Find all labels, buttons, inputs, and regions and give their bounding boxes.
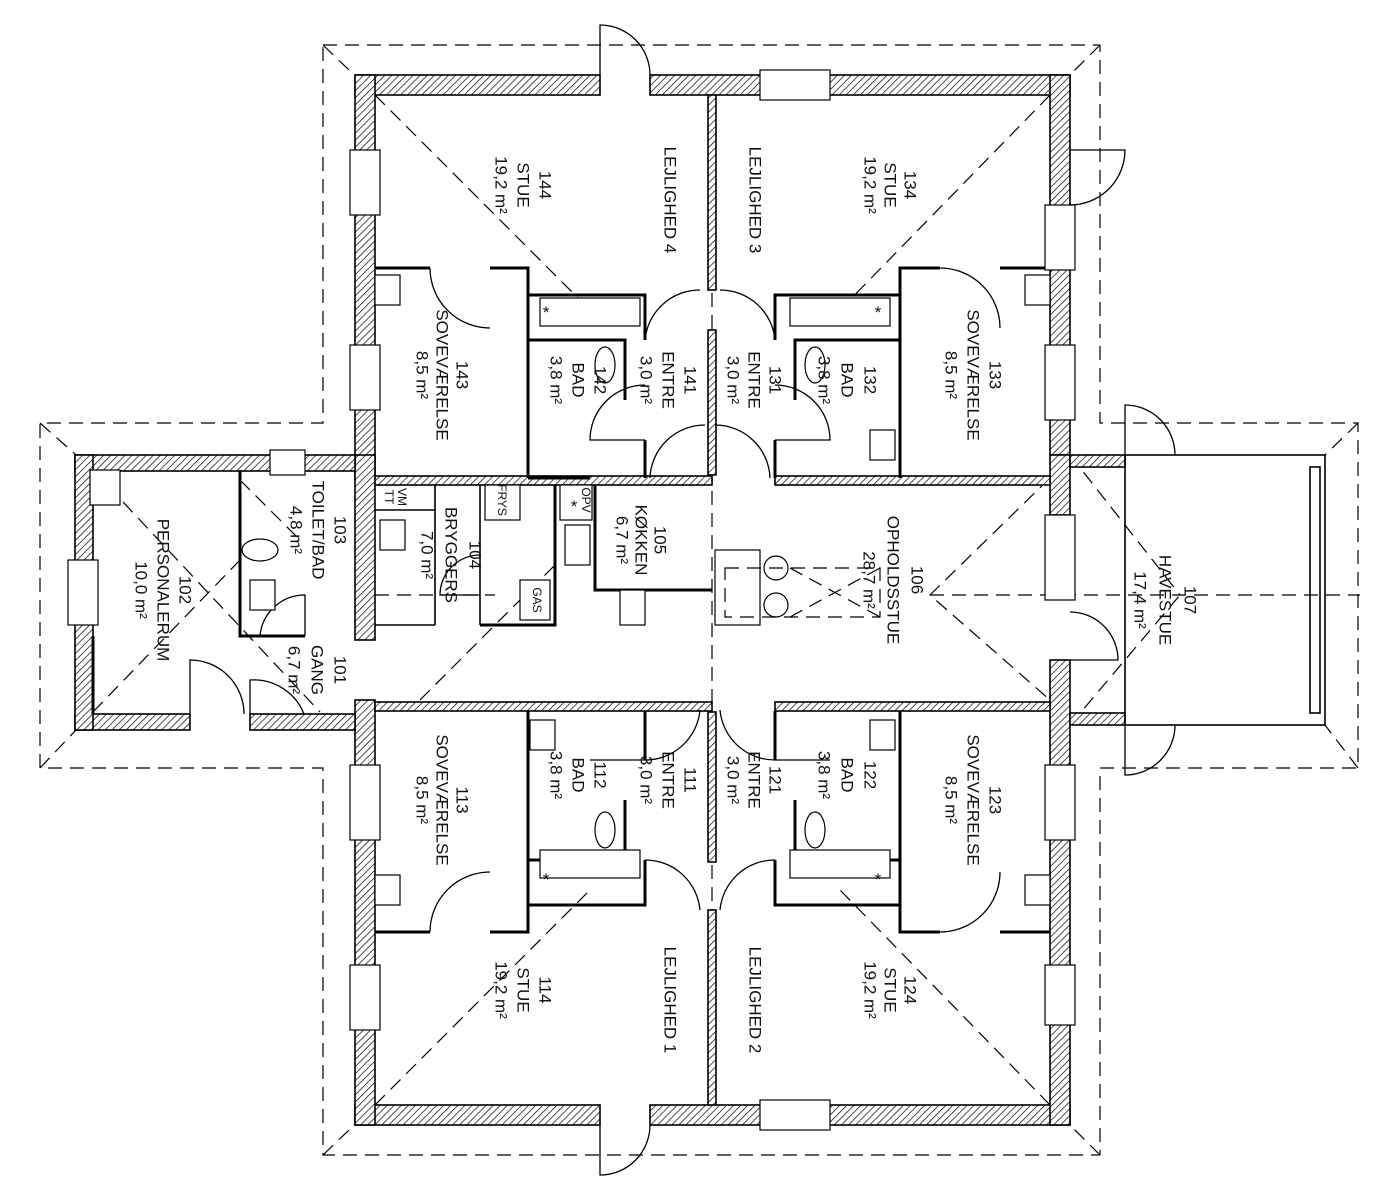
room-area: 8,5 m² <box>942 351 961 400</box>
room-number: 122 <box>861 761 880 789</box>
room-name: PERSONALERUM <box>154 519 173 662</box>
windows <box>67 69 1326 1131</box>
fixture-tt: TT <box>382 490 396 505</box>
room-number: 121 <box>766 766 785 794</box>
room-number: 111 <box>681 767 700 793</box>
apartment-label-1: LEJLIGHED 1 <box>661 947 680 1054</box>
room-area: 19,2 m² <box>492 961 511 1019</box>
room-name: ENTRE <box>659 351 678 409</box>
doors <box>189 24 1176 1176</box>
room-name: SOVEVÆRELSE <box>964 734 983 865</box>
room-name: ENTRE <box>745 351 764 409</box>
room-area: 3,8 m² <box>815 356 834 405</box>
room-name: SOVEVÆRELSE <box>964 309 983 440</box>
room-number: 107 <box>1181 586 1200 614</box>
room-name: STUE <box>514 162 533 207</box>
room-area: 28,7 m² <box>860 551 879 609</box>
room-name: GANG <box>308 645 327 695</box>
symbol-star: * <box>543 870 550 889</box>
fixture-gas: GAS <box>530 587 544 612</box>
interior-walls <box>91 94 1051 1106</box>
room-number: 144 <box>536 171 555 199</box>
fixture-opv: OPV <box>579 487 593 512</box>
room-area: 8,5 m² <box>413 351 432 400</box>
room-number: 104 <box>466 541 485 569</box>
symbol-star: * <box>875 303 882 322</box>
symbol-star: * <box>571 497 578 516</box>
room-name: OPHOLDSSTUE <box>884 516 903 644</box>
symbol-star: * <box>543 303 550 322</box>
room-area: 3,0 m² <box>724 356 743 405</box>
room-area: 8,5 m² <box>942 776 961 825</box>
room-area: 4,8 m² <box>287 506 306 555</box>
room-name: SOVEVÆRELSE <box>433 309 452 440</box>
room-number: 106 <box>908 566 927 594</box>
fixtures <box>89 274 1051 906</box>
room-area: 19,2 m² <box>861 156 880 214</box>
room-name: STUE <box>881 967 900 1012</box>
room-number: 114 <box>536 976 555 1003</box>
room-area: 3,0 m² <box>637 356 656 405</box>
room-area: 7,0 m² <box>418 531 437 580</box>
room-name: BAD <box>838 363 857 398</box>
room-number: 132 <box>861 366 880 394</box>
room-area: 19,2 m² <box>492 156 511 214</box>
room-area: 8,5 m² <box>413 776 432 825</box>
room-name: BAD <box>569 758 588 793</box>
room-name: BAD <box>838 758 857 793</box>
room-name: SOVEVÆRELSE <box>433 734 452 865</box>
room-area: 6,7 m² <box>613 516 632 565</box>
room-name: HAVESTUE <box>1156 555 1175 645</box>
room-number: 102 <box>176 576 195 604</box>
room-area: 3,8 m² <box>547 356 566 405</box>
room-number: 142 <box>591 366 610 394</box>
room-name: TOILET/BAD <box>309 481 328 580</box>
room-area: 10,0 m² <box>132 561 151 619</box>
room-number: 105 <box>651 526 670 554</box>
apartment-label-2: LEJLIGHED 2 <box>746 947 765 1054</box>
room-number: 113 <box>453 786 472 813</box>
room-name: ENTRE <box>745 751 764 809</box>
room-number: 143 <box>453 361 472 389</box>
room-name: BAD <box>569 363 588 398</box>
room-number: 103 <box>331 516 350 544</box>
apartment-label-4: LEJLIGHED 4 <box>661 147 680 254</box>
room-name: BRYGGERS <box>442 507 461 603</box>
room-number: 134 <box>901 171 920 199</box>
room-name: ENTRE <box>659 751 678 809</box>
room-number: 141 <box>681 366 700 394</box>
apartment-label-3: LEJLIGHED 3 <box>746 147 765 254</box>
room-name: STUE <box>881 162 900 207</box>
fixture-frys: FRYS <box>495 484 509 516</box>
room-number: 133 <box>986 361 1005 389</box>
room-area: 17,4 m² <box>1131 571 1150 629</box>
room-number: 131 <box>766 366 785 394</box>
room-area: 3,0 m² <box>637 756 656 805</box>
roof-outline <box>39 44 1359 1156</box>
room-number: 101 <box>331 656 350 684</box>
room-area: 19,2 m² <box>861 961 880 1019</box>
room-area: 6,7 m² <box>285 646 304 695</box>
room-number: 123 <box>986 786 1005 814</box>
room-number: 112 <box>591 761 610 788</box>
symbol-star: * <box>875 870 882 889</box>
room-area: 3,0 m² <box>724 756 743 805</box>
room-area: 3,8 m² <box>547 751 566 800</box>
fixture-vm: VM <box>395 488 409 506</box>
exterior-walls <box>74 74 1126 1126</box>
room-number: 124 <box>901 976 920 1004</box>
room-area: 3,8 m² <box>815 751 834 800</box>
room-name: KØKKEN <box>632 505 651 576</box>
room-name: STUE <box>514 967 533 1012</box>
